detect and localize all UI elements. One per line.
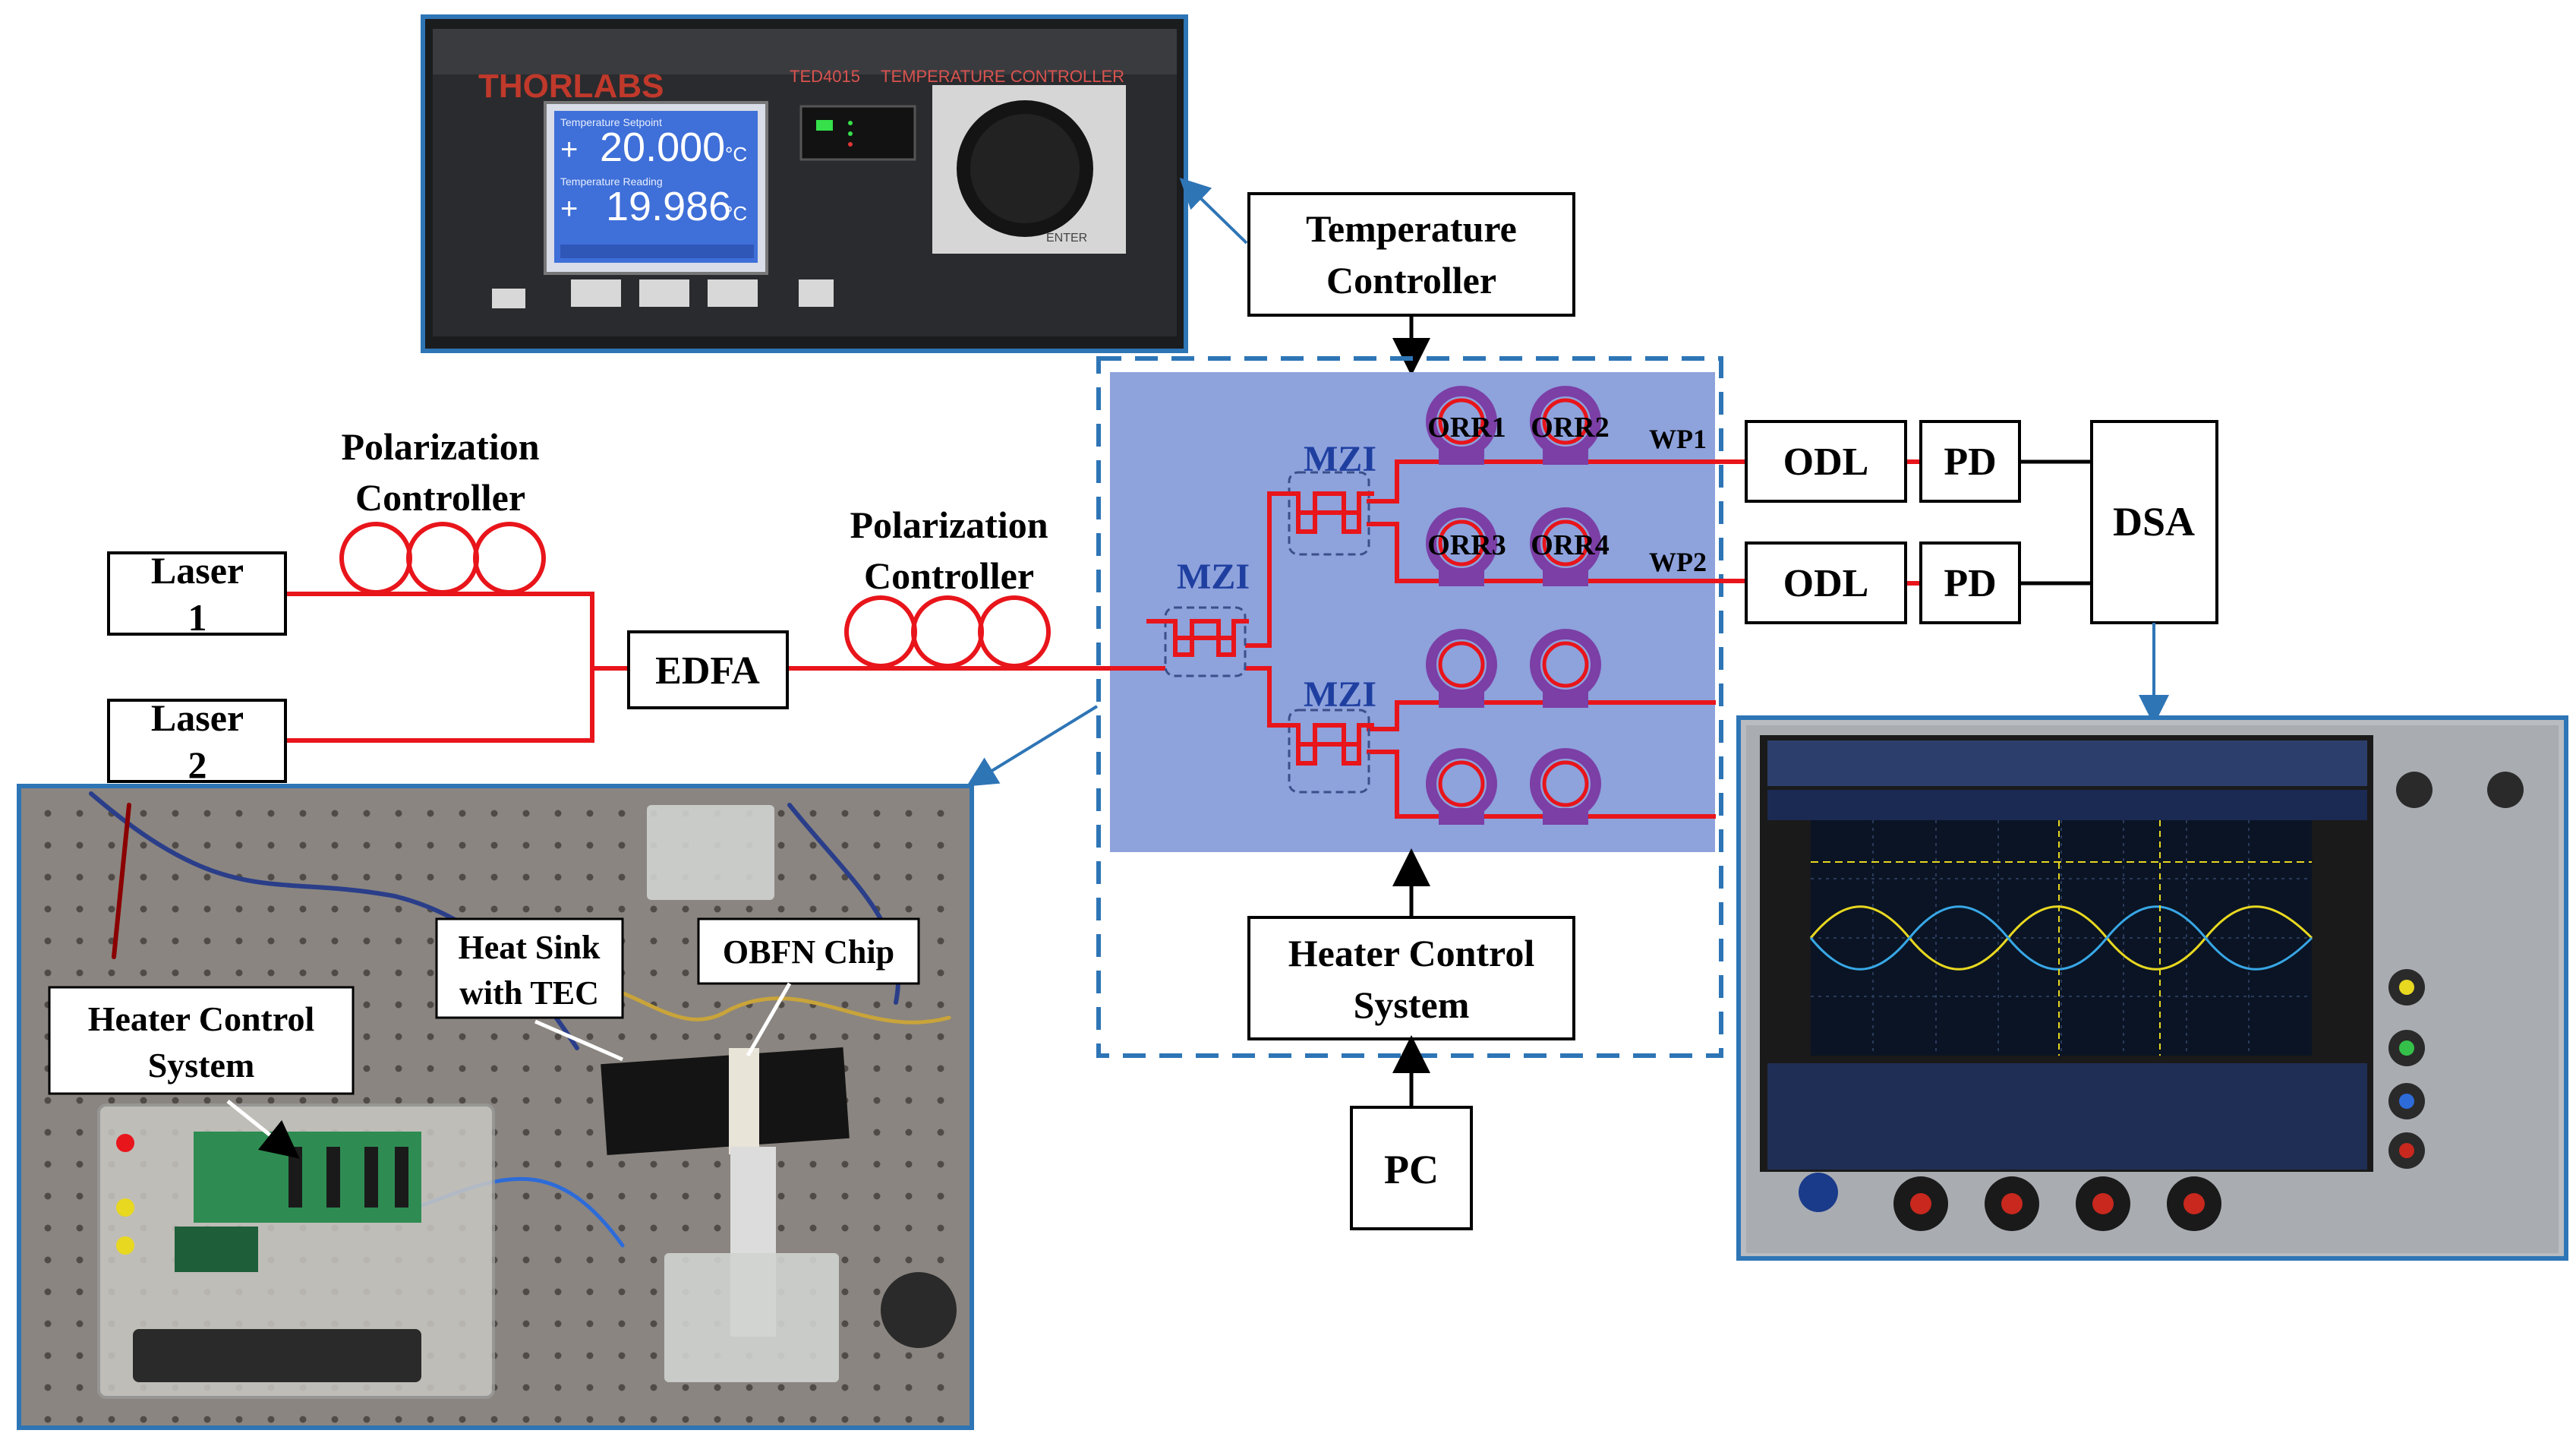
svg-text:Heater Control: Heater Control (1288, 932, 1535, 974)
svg-text:MZI: MZI (1304, 674, 1376, 715)
arrow-tc-to-photo (1179, 178, 1248, 245)
svg-text:Heat Sink: Heat Sink (458, 929, 601, 966)
svg-text:Controller: Controller (864, 554, 1034, 597)
heater-control-system-box: Heater Control System (1247, 916, 1575, 1040)
photo-arrow-heatsink (534, 1019, 623, 1062)
orr4-label: ORR4 (1531, 529, 1609, 561)
ring-7 (1426, 748, 1497, 825)
mzi-1: MZI (1146, 557, 1250, 677)
orr4-ring (1530, 507, 1601, 586)
svg-text:Controller: Controller (1326, 259, 1496, 302)
polarization-controller-1: Polarization Controller (339, 425, 546, 595)
actual-value: 19.986 (606, 184, 731, 229)
pd-1-box: PD (1919, 420, 2021, 503)
thorlabs-photo: THORLABS TED4015 TEMPERATURE CONTROLLER … (421, 14, 1188, 353)
svg-text:1: 1 (188, 596, 207, 639)
orr3-label: ORR3 (1427, 529, 1506, 561)
svg-text:ODL: ODL (1783, 562, 1869, 605)
pc-box: PC (1350, 1106, 1473, 1230)
svg-text:System: System (1354, 983, 1470, 1026)
photo-label-heatsink: Heat Sink with TEC (435, 917, 624, 1019)
svg-text:Heater Control: Heater Control (88, 999, 315, 1038)
orr-rings (1426, 386, 1601, 825)
lab-setup-photo: Heater Control System Heat Sink with TEC… (17, 784, 974, 1430)
svg-text:Laser: Laser (151, 696, 244, 739)
setpoint-unit: °C (725, 143, 747, 166)
orr2-ring (1530, 386, 1601, 465)
svg-text:Polarization: Polarization (850, 504, 1048, 546)
wp2-label: WP2 (1649, 547, 1707, 577)
pd-2-box: PD (1919, 541, 2021, 624)
svg-text:Laser: Laser (151, 549, 244, 592)
svg-text:Polarization: Polarization (341, 425, 539, 468)
temperature-controller-box: Temperature Controller (1247, 192, 1575, 317)
svg-text:PD: PD (1944, 562, 1996, 605)
ring-5 (1426, 629, 1497, 708)
orr1-ring (1426, 386, 1497, 465)
svg-text:System: System (148, 1046, 255, 1084)
svg-text:PD: PD (1944, 440, 1996, 484)
laser-1-box: Laser 1 (107, 549, 287, 639)
polarization-controller-2: Polarization Controller (844, 504, 1051, 668)
oscilloscope-photo (1736, 715, 2568, 1261)
edfa-box: EDFA (627, 630, 789, 709)
ring-8 (1530, 748, 1601, 825)
orr1-label: ORR1 (1427, 412, 1506, 444)
ring-6 (1530, 629, 1601, 708)
odl-2-box: ODL (1745, 541, 1907, 624)
arrow-chip-to-photo (966, 705, 1099, 787)
svg-text:DSA: DSA (2113, 499, 2195, 545)
svg-text:Temperature: Temperature (1306, 207, 1517, 250)
obfn-chip-layout (1110, 372, 1715, 852)
svg-text:EDFA: EDFA (655, 649, 760, 693)
svg-text:+: + (560, 133, 578, 166)
photo-label-obfn-chip: OBFN Chip (697, 917, 920, 985)
svg-text:MZI: MZI (1304, 439, 1376, 479)
svg-text:2: 2 (188, 744, 207, 786)
mzi-2: MZI (1269, 439, 1376, 556)
setpoint-value: 20.000 (600, 125, 725, 170)
photo-arrow-obfn (746, 982, 792, 1057)
setpoint-label: Temperature Setpoint (560, 116, 662, 128)
mzi-3: MZI (1269, 674, 1376, 794)
svg-text:OBFN Chip: OBFN Chip (723, 933, 894, 971)
electrical-links (2019, 459, 2092, 586)
thorlabs-model: TED4015 (790, 67, 860, 86)
svg-text:ODL: ODL (1783, 440, 1869, 484)
odl-1-box: ODL (1745, 420, 1907, 503)
orr3-ring (1426, 507, 1497, 586)
chip-package-boundary (1096, 356, 1723, 1058)
photo-label-heater: Heater Control System (48, 986, 355, 1095)
actual-label: Temperature Reading (560, 175, 663, 188)
actual-unit: °C (725, 202, 747, 225)
svg-text:+: + (560, 192, 578, 226)
dsa-box: DSA (2090, 420, 2218, 624)
thorlabs-brand: THORLABS (478, 68, 664, 105)
wp1-label: WP1 (1649, 424, 1707, 454)
svg-text:Controller: Controller (355, 476, 525, 519)
knob-label: ENTER (1046, 232, 1087, 245)
svg-text:MZI: MZI (1177, 557, 1250, 597)
laser-2-box: Laser 2 (107, 696, 287, 786)
orr2-label: ORR2 (1531, 412, 1609, 444)
thorlabs-model-desc: TEMPERATURE CONTROLLER (881, 67, 1124, 86)
svg-text:PC: PC (1384, 1147, 1439, 1192)
svg-text:with TEC: with TEC (459, 974, 599, 1012)
photo-arrow-heater (226, 1100, 300, 1159)
